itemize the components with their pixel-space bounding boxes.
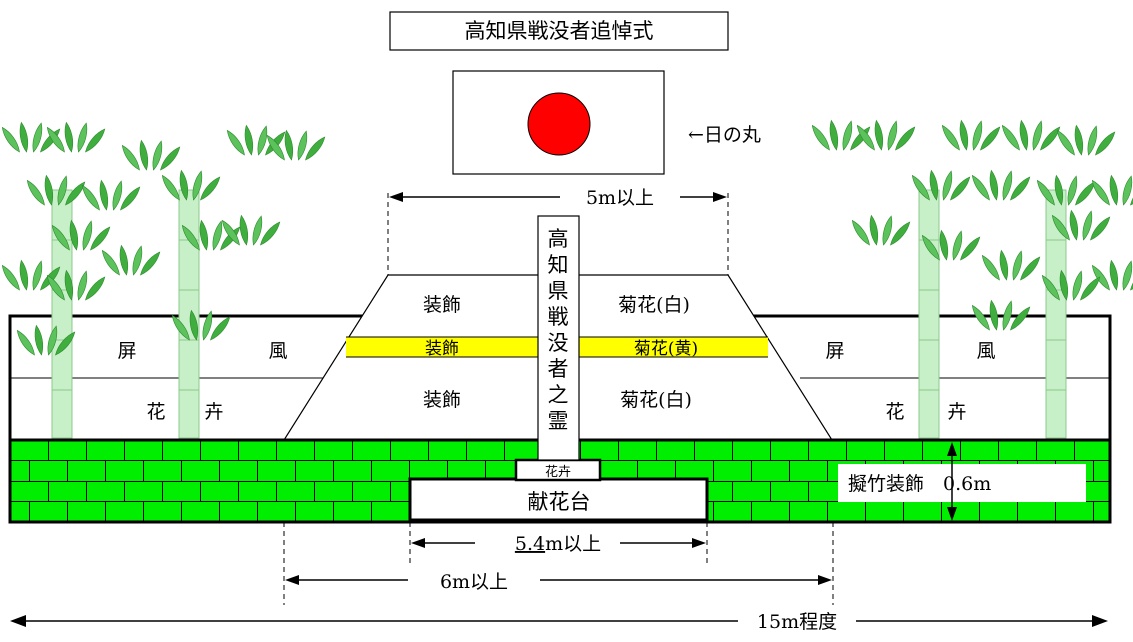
dim-offering-underlined: 5.4 xyxy=(515,533,545,555)
altar-mid-left: 装飾 xyxy=(425,339,459,359)
bamboo-leaf-cluster xyxy=(46,121,106,153)
bamboo-leaf-cluster xyxy=(221,214,281,246)
dim-altar-top-label: 5m以上 xyxy=(586,187,654,209)
altar-top-left: 装飾 xyxy=(423,294,461,316)
bamboo-leaf-cluster xyxy=(981,249,1041,281)
screen-left-lower-2: 卉 xyxy=(204,401,223,423)
dim-base-label: 6m以上 xyxy=(440,571,508,593)
bamboo-leaf-cluster xyxy=(1051,209,1111,241)
bamboo-leaf-cluster xyxy=(971,169,1031,201)
bamboo-leaf-cluster xyxy=(851,214,911,246)
altar-bottom-left: 装飾 xyxy=(423,389,461,411)
screen-left-upper-2: 風 xyxy=(268,340,287,362)
altar-top-right: 菊花(白) xyxy=(618,294,690,316)
pillar-char: 之 xyxy=(548,383,569,407)
dimension-total: 15m程度 xyxy=(10,611,1108,633)
screen-right-upper-2: 風 xyxy=(976,340,995,362)
bamboo-leaf-cluster xyxy=(46,269,106,301)
pillar-char: 霊 xyxy=(548,409,569,433)
bamboo-leaf-cluster xyxy=(121,139,181,171)
dimension-offering: 5.4m以上 xyxy=(409,522,708,565)
altar-bottom-right: 菊花(白) xyxy=(620,389,692,411)
flower-box-label: 花卉 xyxy=(545,464,571,480)
bamboo-leaf-cluster xyxy=(921,229,981,261)
japanese-flag xyxy=(452,70,665,175)
flower-box: 花卉 xyxy=(514,458,602,482)
pillar-char: 戦 xyxy=(548,305,569,329)
bamboo-leaf-cluster xyxy=(51,219,111,251)
offering-table: 献花台 xyxy=(408,477,709,522)
screen-right-lower-1: 花 xyxy=(885,401,904,423)
dim-total-label: 15m程度 xyxy=(757,611,837,633)
bamboo-leaf-cluster xyxy=(1091,259,1133,291)
bamboo-leaf-cluster xyxy=(811,119,871,151)
bamboo-leaf-cluster xyxy=(1041,269,1101,301)
bamboo-leaf-cluster xyxy=(81,179,141,211)
pillar-char: 没 xyxy=(548,331,569,355)
bamboo-leaf-cluster xyxy=(1001,119,1061,151)
pillar-text: 高 知 県 戦 没 者 之 霊 xyxy=(548,227,569,433)
bamboo-decoration: 擬竹装飾 0.6m xyxy=(838,464,1086,502)
bamboo-leaf-cluster xyxy=(266,129,326,161)
memorial-pillar: 高 知 県 戦 没 者 之 霊 xyxy=(537,215,580,461)
pillar-char: 者 xyxy=(548,357,569,381)
dimension-base: 6m以上 xyxy=(283,522,834,605)
bamboo-leaf-cluster xyxy=(1091,174,1133,206)
bamboo-leaf-cluster xyxy=(856,119,916,151)
flag-label: ←日の丸 xyxy=(688,124,761,146)
pillar-char: 高 xyxy=(548,227,569,251)
screen-left-upper-1: 屏 xyxy=(117,340,136,362)
bamboo-leaf-cluster xyxy=(1036,174,1096,206)
screen-right-upper-1: 屏 xyxy=(825,340,844,362)
bamboo-leaf-cluster xyxy=(171,309,231,341)
bamboo-leaf-cluster xyxy=(101,244,161,276)
title-box: 高知県戦没者追悼式 xyxy=(389,11,729,51)
altar-mid-right: 菊花(黄) xyxy=(634,339,698,359)
screen-right-lower-2: 卉 xyxy=(947,401,966,423)
dimension-altar-top: 5m以上 xyxy=(387,187,729,275)
pillar-char: 県 xyxy=(548,279,569,303)
screen-left-lower-1: 花 xyxy=(146,401,165,423)
bamboo-height-arrow xyxy=(947,442,957,521)
bamboo-decoration-label: 擬竹装飾 0.6m xyxy=(848,473,991,495)
offering-table-label: 献花台 xyxy=(528,490,591,514)
bamboo-leaf-cluster xyxy=(1056,124,1116,156)
bamboo-leaf-cluster xyxy=(941,119,1001,151)
svg-text:5.4m以上: 5.4m以上 xyxy=(515,533,601,555)
dim-offering-rest: m以上 xyxy=(545,533,601,555)
bamboo-leaf-cluster xyxy=(161,169,221,201)
bamboo-leaf-cluster xyxy=(911,169,971,201)
bamboo-leaf-cluster xyxy=(26,174,86,206)
bamboo-leaf-cluster xyxy=(971,299,1031,331)
bamboo-leaves xyxy=(1,119,1133,356)
pillar-char: 知 xyxy=(548,253,569,277)
title-text: 高知県戦没者追悼式 xyxy=(465,19,654,43)
bamboo-leaf-cluster xyxy=(16,324,76,356)
bamboo-icon xyxy=(51,189,1067,439)
